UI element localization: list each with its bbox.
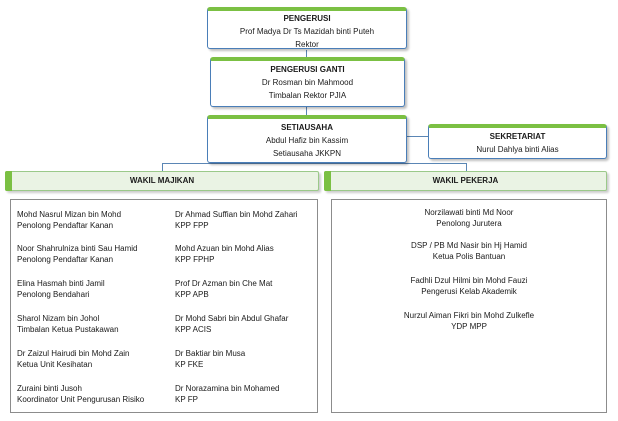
member-role: KPP FPHP bbox=[175, 255, 215, 264]
member-role: KP FKE bbox=[175, 360, 204, 369]
member-name: Mohd Nasrul Mizan bin Mohd bbox=[17, 210, 122, 219]
sekretariat-box: SEKRETARIAT Nurul Dahlya binti Alias bbox=[428, 124, 607, 159]
wakil-majikan-accent bbox=[5, 171, 12, 191]
connector-right-wakil bbox=[466, 163, 467, 171]
sekretariat-title: SEKRETARIAT bbox=[489, 132, 546, 141]
member-role: Ketua Polis Bantuan bbox=[432, 252, 506, 261]
member-name: Noor Shahrulniza binti Sau Hamid bbox=[17, 244, 138, 253]
wakil-majikan-title: WAKIL MAJIKAN bbox=[129, 176, 195, 185]
connector-setiausaha-sekretariat bbox=[406, 136, 428, 137]
member-role: Koordinator Unit Pengurusan Risiko bbox=[17, 395, 145, 404]
list-item: Dr Ahmad Suffian bin Mohd Zahari KPP FPP bbox=[175, 209, 298, 231]
wakil-pekerja-accent bbox=[324, 171, 331, 191]
member-role: Penolong Pendaftar Kanan bbox=[17, 221, 114, 230]
member-name: Mohd Azuan bin Mohd Alias bbox=[175, 244, 274, 253]
member-name: Nurzul Aiman Fikri bin Mohd Zulkefle bbox=[403, 311, 535, 320]
member-role: KPP ACIS bbox=[175, 325, 212, 334]
list-item: Elina Hasmah binti Jamil Penolong Bendah… bbox=[17, 278, 105, 300]
member-role: Penolong Jurutera bbox=[436, 219, 502, 228]
list-item: Mohd Nasrul Mizan bin Mohd Penolong Pend… bbox=[17, 209, 121, 231]
wakil-majikan-header: WAKIL MAJIKAN bbox=[5, 171, 319, 191]
list-item: Nurzul Aiman Fikri bin Mohd Zulkefle YDP… bbox=[332, 310, 606, 332]
member-role: KPP APB bbox=[175, 290, 209, 299]
wakil-pekerja-title: WAKIL PEKERJA bbox=[432, 176, 499, 185]
member-name: Elina Hasmah binti Jamil bbox=[17, 279, 105, 288]
wakil-pekerja-panel: Norzilawati binti Md Noor Penolong Jurut… bbox=[331, 199, 607, 413]
pengerusi-role: Rektor bbox=[295, 40, 319, 49]
member-role: KP FP bbox=[175, 395, 198, 404]
pengerusi-title: PENGERUSI bbox=[283, 14, 331, 23]
pengerusi-ganti-name: Dr Rosman bin Mahmood bbox=[261, 78, 354, 87]
list-item: DSP / PB Md Nasir bin Hj Hamid Ketua Pol… bbox=[332, 240, 606, 262]
member-name: Dr Baktiar bin Musa bbox=[175, 349, 246, 358]
wakil-pekerja-header: WAKIL PEKERJA bbox=[324, 171, 607, 191]
member-role: Penolong Bendahari bbox=[17, 290, 90, 299]
member-name: Dr Ahmad Suffian bin Mohd Zahari bbox=[175, 210, 298, 219]
wakil-majikan-panel: Mohd Nasrul Mizan bin Mohd Penolong Pend… bbox=[10, 199, 318, 413]
member-name: Prof Dr Azman bin Che Mat bbox=[175, 279, 273, 288]
setiausaha-title: SETIAUSAHA bbox=[280, 123, 333, 132]
member-name: Dr Mohd Sabri bin Abdul Ghafar bbox=[175, 314, 289, 323]
list-item: Mohd Azuan bin Mohd Alias KPP FPHP bbox=[175, 243, 274, 265]
member-name: Fadhli Dzul Hilmi bin Mohd Fauzi bbox=[410, 276, 528, 285]
list-item: Prof Dr Azman bin Che Mat KPP APB bbox=[175, 278, 272, 300]
list-item: Zuraini binti Jusoh Koordinator Unit Pen… bbox=[17, 383, 144, 405]
member-role: Penolong Pendaftar Kanan bbox=[17, 255, 114, 264]
pengerusi-name: Prof Madya Dr Ts Mazidah binti Puteh bbox=[239, 27, 375, 36]
pengerusi-ganti-title: PENGERUSI GANTI bbox=[270, 65, 345, 74]
list-item: Dr Zaizul Hairudi bin Mohd Zain Ketua Un… bbox=[17, 348, 130, 370]
list-item: Fadhli Dzul Hilmi bin Mohd Fauzi Pengeru… bbox=[332, 275, 606, 297]
sekretariat-name: Nurul Dahlya binti Alias bbox=[476, 145, 559, 154]
setiausaha-name: Abdul Hafiz bin Kassim bbox=[265, 136, 349, 145]
member-role: KPP FPP bbox=[175, 221, 209, 230]
member-name: Dr Norazamina bin Mohamed bbox=[175, 384, 280, 393]
connector-left-wakil bbox=[162, 163, 163, 171]
member-name: Dr Zaizul Hairudi bin Mohd Zain bbox=[17, 349, 130, 358]
member-role: Timbalan Ketua Pustakawan bbox=[17, 325, 119, 334]
member-name: Sharol Nizam bin Johol bbox=[17, 314, 100, 323]
member-name: Zuraini binti Jusoh bbox=[17, 384, 82, 393]
member-role: Ketua Unit Kesihatan bbox=[17, 360, 93, 369]
pengerusi-ganti-box: PENGERUSI GANTI Dr Rosman bin Mahmood Ti… bbox=[210, 57, 405, 107]
setiausaha-role: Setiausaha JKKPN bbox=[272, 149, 342, 158]
member-role: Pengerusi Kelab Akademik bbox=[421, 287, 517, 296]
list-item: Norzilawati binti Md Noor Penolong Jurut… bbox=[332, 207, 606, 229]
list-item: Dr Mohd Sabri bin Abdul Ghafar KPP ACIS bbox=[175, 313, 288, 335]
pengerusi-box: PENGERUSI Prof Madya Dr Ts Mazidah binti… bbox=[207, 7, 407, 49]
list-item: Dr Norazamina bin Mohamed KP FP bbox=[175, 383, 280, 405]
pengerusi-ganti-role: Timbalan Rektor PJIA bbox=[268, 91, 347, 100]
member-role: YDP MPP bbox=[451, 322, 487, 331]
member-name: Norzilawati binti Md Noor bbox=[424, 208, 514, 217]
connector-horizontal-wakil bbox=[162, 163, 466, 164]
list-item: Dr Baktiar bin Musa KP FKE bbox=[175, 348, 245, 370]
list-item: Noor Shahrulniza binti Sau Hamid Penolon… bbox=[17, 243, 138, 265]
member-name: DSP / PB Md Nasir bin Hj Hamid bbox=[411, 241, 527, 250]
setiausaha-box: SETIAUSAHA Abdul Hafiz bin Kassim Setiau… bbox=[207, 115, 407, 163]
list-item: Sharol Nizam bin Johol Timbalan Ketua Pu… bbox=[17, 313, 119, 335]
